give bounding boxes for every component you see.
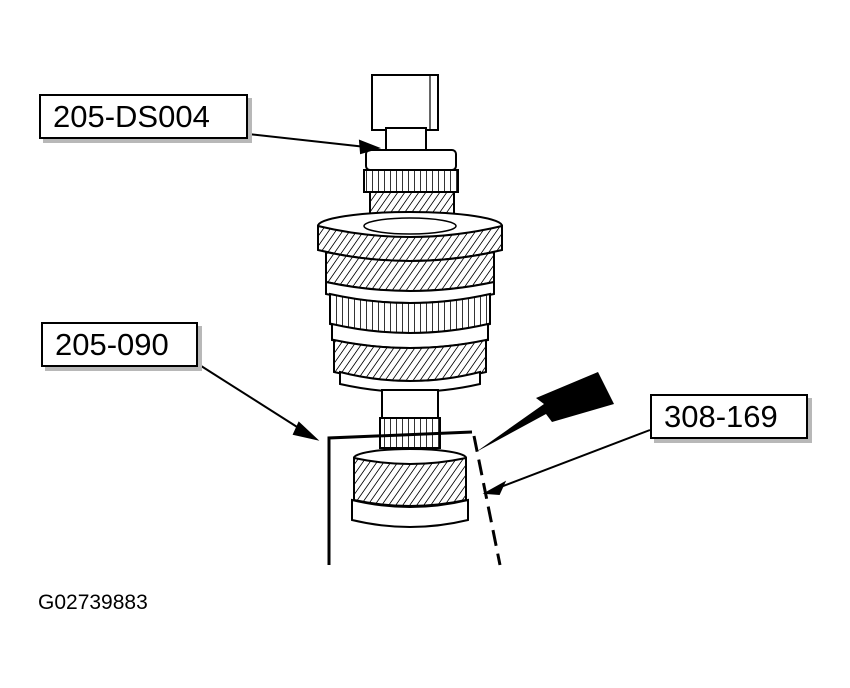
figure-id: G02739883 — [38, 591, 148, 614]
shaft-lower — [379, 389, 441, 449]
bearing-assembly — [351, 448, 469, 528]
callout-205-ds004: 205-DS004 — [39, 94, 248, 139]
force-arrow-icon — [476, 372, 614, 452]
gear-stack — [317, 211, 503, 393]
callout-308-169: 308-169 — [650, 394, 808, 439]
callout-205-090: 205-090 — [41, 322, 198, 367]
leader-lines — [197, 133, 651, 496]
press-ram — [371, 74, 439, 159]
support-plate — [327, 430, 502, 566]
